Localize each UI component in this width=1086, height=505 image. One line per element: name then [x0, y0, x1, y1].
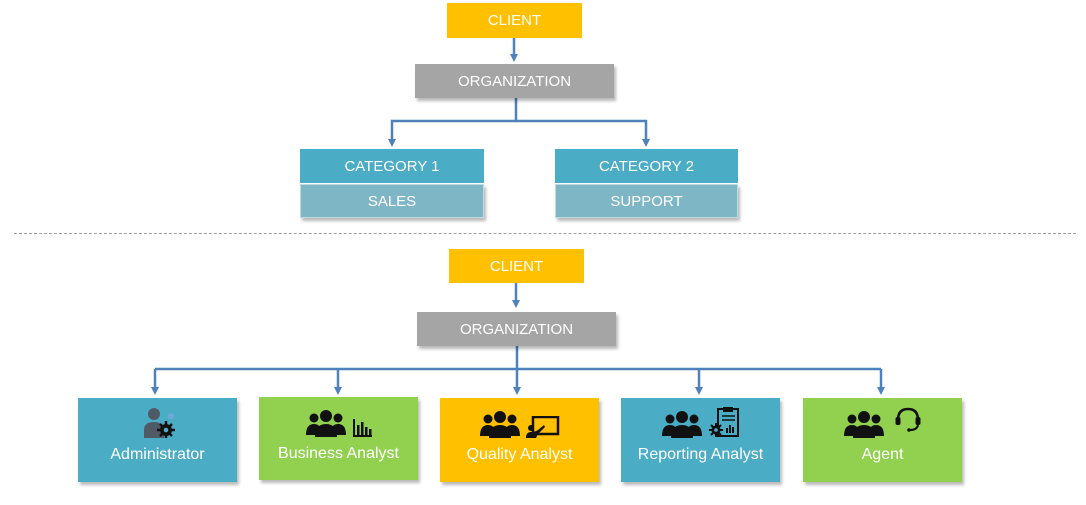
- section-divider: [14, 233, 1076, 234]
- bar-chart-icon: [352, 419, 372, 437]
- category-2-sub-box: SUPPORT: [555, 184, 738, 218]
- users-icon: [843, 411, 884, 438]
- report-clipboard-icon: [708, 407, 739, 437]
- role-label-agent: Agent: [861, 446, 904, 463]
- top-organization-box: ORGANIZATION: [415, 64, 614, 98]
- users-icon: [305, 410, 346, 437]
- bottom-organization-label: ORGANIZATION: [459, 320, 574, 338]
- role-quality-analyst: Quality Analyst: [440, 398, 599, 482]
- category-2-label: CATEGORY 2: [598, 157, 695, 175]
- category-2-box: CATEGORY 2: [555, 149, 738, 183]
- users-icon: [479, 411, 520, 438]
- role-label-administrator: Administrator: [110, 446, 205, 463]
- role-agent: Agent: [803, 398, 962, 482]
- top-organization-label: ORGANIZATION: [457, 72, 572, 90]
- bottom-organization-box: ORGANIZATION: [417, 312, 616, 346]
- role-reporting-analyst: Reporting Analyst: [621, 398, 780, 482]
- role-administrator: Administrator: [78, 398, 237, 482]
- top-client-box: CLIENT: [447, 3, 582, 38]
- role-label-reporting-analyst: Reporting Analyst: [637, 446, 764, 463]
- headset-icon: [895, 407, 920, 432]
- users-icon: [661, 411, 702, 438]
- role-label-business-analyst: Business Analyst: [278, 445, 399, 462]
- top-client-label: CLIENT: [487, 12, 542, 29]
- category-1-sub-label: SALES: [367, 192, 417, 210]
- bottom-client-box: CLIENT: [449, 249, 584, 283]
- bottom-client-label: CLIENT: [489, 257, 544, 275]
- presentation-icon: [525, 416, 559, 438]
- category-2-sub-label: SUPPORT: [610, 192, 683, 210]
- role-label-quality-analyst: Quality Analyst: [466, 446, 573, 463]
- category-1-sub-box: SALES: [300, 184, 484, 218]
- role-business-analyst: Business Analyst: [259, 397, 418, 480]
- category-1-box: CATEGORY 1: [300, 149, 484, 183]
- user-gear-icon: [143, 408, 175, 438]
- category-1-label: CATEGORY 1: [344, 157, 440, 175]
